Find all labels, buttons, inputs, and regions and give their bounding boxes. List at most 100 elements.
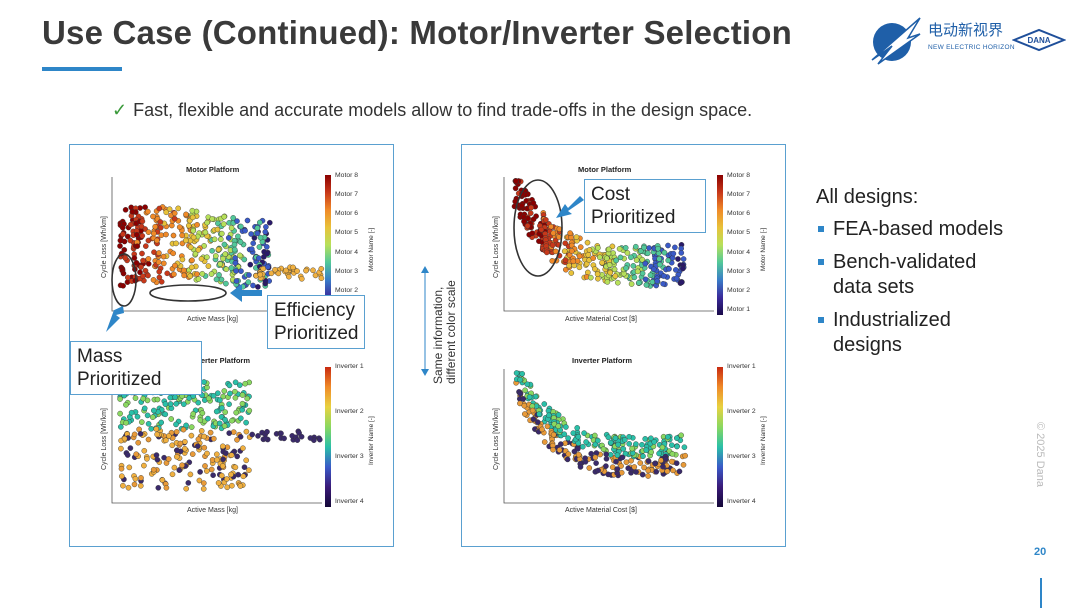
scatter-point [668,442,675,448]
colorbar-label: Inverter 3 [335,453,364,460]
scatter-point [127,445,134,451]
scatter-point [221,241,228,248]
scatter-point [246,467,252,473]
scatter-point [156,250,162,256]
scatter-point [522,387,528,394]
scatter-point [132,476,139,482]
scatter-point [183,237,189,244]
scatter-point [624,250,631,256]
colorbar-label: Motor 8 [335,172,359,179]
scatter-point [205,415,211,422]
scatter-point [278,430,284,437]
x-axis-label: Active Material Cost [$] [565,507,637,514]
plot-axes [503,177,714,312]
scatter-point [202,463,208,469]
scatter-point [219,463,226,469]
scatter-point [163,209,170,216]
scatter-point [179,256,186,263]
scatter-point [243,419,249,426]
scatter-point [605,471,611,478]
scatter-point [173,401,179,407]
scatter-point [198,256,205,262]
scatter-point [232,388,238,395]
scatter-point [613,458,619,465]
cost-callout: Cost Prioritized [584,179,706,233]
scatter-point [660,273,667,279]
scatter-point [134,243,141,249]
scatter-point [250,240,256,247]
colorbar-label: Motor 5 [335,229,359,236]
scatter-point [218,236,224,243]
scatter-point [639,270,646,277]
scatter-point [635,280,642,286]
scatter-point [117,243,123,249]
scatter-point [217,397,223,404]
efficiency-callout: Efficiency Prioritized [267,295,366,349]
copyright: © 2025 Dana [1034,422,1046,487]
scatter-point [121,435,128,442]
scatter-point [204,450,210,457]
scatter-point [575,451,582,458]
scatter-point [227,390,233,397]
colorbar-label: Motor 6 [727,210,751,217]
scatter-point [174,454,180,460]
scatter-point [595,437,601,444]
colorbar-label: Inverter 4 [335,498,364,505]
scatter-point [237,382,243,388]
callout-line: Prioritized [274,323,359,344]
scatter-point [133,260,140,266]
scatter-point [153,426,160,432]
scatter-point [519,371,526,377]
scatter-point [611,266,618,273]
scatter-point [125,274,131,281]
scatter-point [163,437,169,444]
scatter-point [536,238,542,244]
scatter-point [563,424,569,430]
scatter-point [189,207,196,214]
scatter-point [521,218,527,225]
scatter-point [234,453,240,460]
scatter-point [546,412,552,419]
scatter-point [673,275,680,282]
x-axis-label: Active Mass [kg] [187,316,238,323]
scatter-point [647,272,654,278]
scatter-point [183,211,189,218]
scatter-point [137,483,144,489]
scatter-point [607,439,614,446]
scatter-point [222,409,228,415]
scatter-point [195,276,202,282]
scatter-point [232,464,239,471]
scatter-point [604,255,610,262]
scatter-point [225,235,232,241]
design-summary: All designs: FEA-based models Bench-vali… [816,186,1003,366]
scatter-point [538,226,545,233]
summary-item-text: Bench-validated [833,251,977,273]
scatter-point [562,240,569,246]
scatter-point [626,434,632,440]
scatter-point [222,251,228,257]
scatter-point [145,436,152,443]
scatter-point [569,248,575,254]
scatter-point [216,420,223,427]
scatter-point [229,482,235,489]
scatter-point [158,279,165,285]
scatter-point [189,451,196,457]
scatter-point [565,451,572,457]
scatter-point [575,433,582,440]
x-axis-label: Active Material Cost [$] [565,316,637,323]
scatter-point [528,204,535,211]
scatter-point [141,405,148,412]
inverter-cost-scatter-plot [503,369,714,504]
scatter-point [211,236,218,243]
scatter-point [124,452,131,458]
scatter-point [517,400,523,407]
scatter-point [181,401,187,408]
scatter-point [544,423,551,430]
cost-arrow-icon [556,196,584,218]
scatter-point [154,396,161,403]
scatter-point [296,430,302,436]
scatter-point [213,253,219,259]
scatter-point [660,463,666,470]
scatter-point [176,224,183,230]
colorbar-label: Inverter 3 [727,453,756,460]
